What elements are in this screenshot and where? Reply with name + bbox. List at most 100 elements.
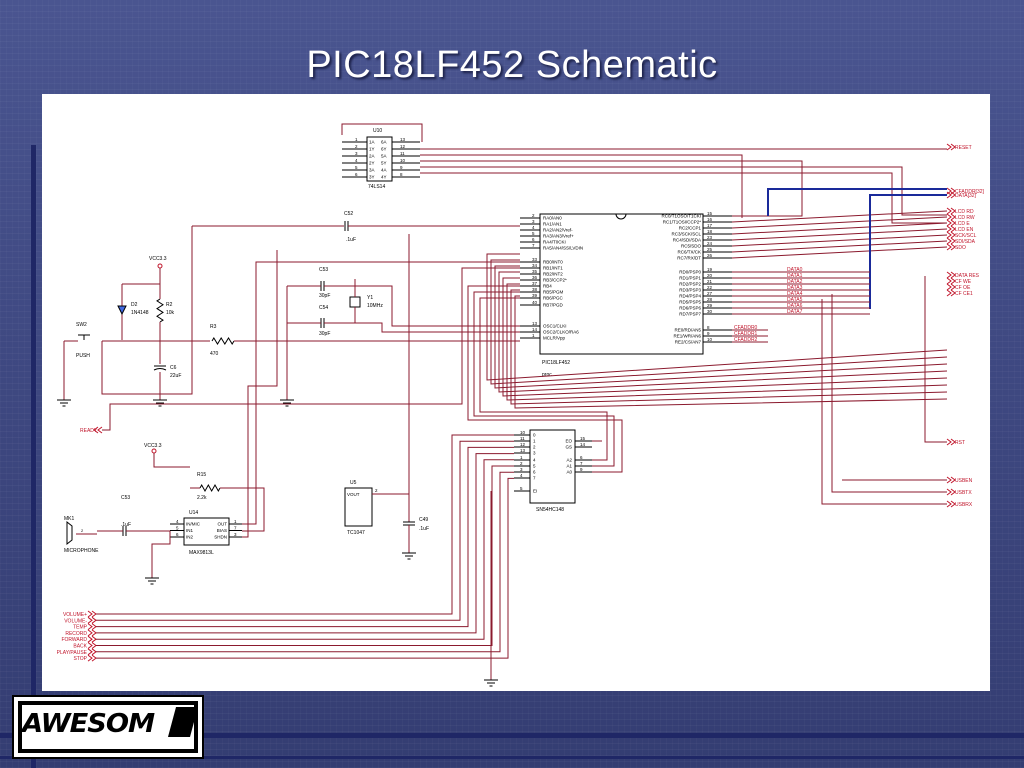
ctl-wire-5 bbox=[731, 240, 948, 253]
mcu-pin-num: 2 bbox=[532, 213, 535, 218]
mcu-pin-num: 35 bbox=[532, 269, 538, 274]
u10-pin-name: 2A bbox=[369, 154, 375, 159]
accent-horizontal-bar-bottom bbox=[0, 756, 1024, 759]
mcu-pin-num: 3 bbox=[532, 219, 535, 224]
r3 bbox=[211, 337, 235, 345]
tc1047-part: TC1047 bbox=[347, 530, 365, 536]
button-wire-7 bbox=[96, 477, 514, 659]
mcu-pin-num: 30 bbox=[707, 309, 713, 314]
encoder-pin-num: 5 bbox=[520, 486, 523, 491]
mcu-pin-name: RA0/AN0 bbox=[543, 216, 562, 221]
button-wire-1 bbox=[96, 440, 514, 621]
osc1-wire bbox=[355, 285, 520, 327]
loop-wire-1 bbox=[490, 259, 948, 385]
mic-amp-pin-num: 5 bbox=[176, 526, 179, 531]
mcu-pin-num: 26 bbox=[707, 253, 713, 258]
button-wire-4 bbox=[96, 459, 514, 640]
button-label-1: VOLUME- bbox=[64, 618, 87, 624]
u10-pin-name: 5A bbox=[381, 154, 387, 159]
net-label-10: DATA RES bbox=[955, 273, 980, 279]
tc1047-body bbox=[344, 487, 373, 527]
mk1-pin: 2 bbox=[81, 528, 84, 533]
mic-amp-pin-name: OUT bbox=[218, 522, 228, 527]
net-5-arrow bbox=[946, 219, 952, 227]
mk1-val: MICROPHONE bbox=[64, 548, 99, 554]
net-label-1: CFADDR[32] bbox=[955, 189, 985, 195]
mcu-pin-num: 13 bbox=[532, 321, 538, 326]
net-0-arrow bbox=[946, 143, 952, 151]
osc2-wire bbox=[355, 322, 520, 333]
mcu-pin-name: RA5/AN4/SS/LVDIN bbox=[543, 246, 583, 251]
mcu-pin-name: RD1/PSP1 bbox=[679, 276, 701, 281]
net-15-arrow2 bbox=[950, 476, 956, 484]
button-label-6: PLAY/PAUSE bbox=[57, 650, 88, 656]
mcu-sub: proc bbox=[542, 372, 552, 378]
encoder-pin-num: 1 bbox=[520, 455, 523, 460]
net-3-arrow bbox=[946, 207, 952, 215]
button-label-7: STOP bbox=[73, 656, 87, 662]
u10-pin-num: 9 bbox=[400, 165, 403, 170]
net-7-arrow2 bbox=[950, 231, 956, 239]
mic-amp-pin-name: BIAS bbox=[217, 528, 227, 533]
ctl-wire-3 bbox=[731, 228, 948, 241]
mic-amp-pin-name: SHDN bbox=[214, 535, 227, 540]
mcu-pin-name: RA4/T0CKI bbox=[543, 240, 566, 245]
u10-body bbox=[366, 136, 393, 182]
mcu-pin-num: 24 bbox=[707, 241, 713, 246]
net-label-15: USBEN bbox=[955, 478, 973, 484]
mcu-pin-num: 4 bbox=[532, 225, 535, 230]
net-13-arrow bbox=[946, 289, 952, 297]
mcu-pin-num: 6 bbox=[532, 237, 535, 242]
mcu-pin-num: 15 bbox=[707, 211, 713, 216]
mcu-pin-num: 40 bbox=[532, 300, 538, 305]
net-14-arrow bbox=[946, 438, 952, 446]
encoder-pin-num: 15 bbox=[580, 436, 586, 441]
u10-part: 74LS14 bbox=[368, 184, 385, 190]
mcu-pin-num: 14 bbox=[532, 327, 538, 332]
u10-pin-num: 10 bbox=[400, 158, 406, 163]
net-10-arrow bbox=[946, 271, 952, 279]
accent-vertical-bar bbox=[31, 145, 36, 768]
encoder-pin-num: 10 bbox=[520, 430, 526, 435]
net-label-12: CF OE bbox=[955, 285, 971, 291]
ready-wire bbox=[102, 267, 520, 431]
vcc1-symbol bbox=[157, 263, 163, 269]
c52-val: .1uF bbox=[346, 237, 356, 243]
cfaddr-label-0: CFADDR0 bbox=[734, 325, 758, 331]
mcu-pin-num: 39 bbox=[532, 293, 538, 298]
mic-amp-pin-num: 7 bbox=[234, 526, 237, 531]
ctl-wire-2 bbox=[731, 222, 948, 235]
mcu-pin-num: 21 bbox=[707, 279, 713, 284]
r15-wire-r bbox=[220, 487, 265, 532]
data-label-6: DATA6 bbox=[787, 303, 803, 309]
encoder-pin-name: 1 bbox=[533, 439, 536, 444]
button-wire-2 bbox=[96, 446, 514, 628]
mcu-pin-name: RC5/SDO bbox=[681, 244, 702, 249]
mcu-pin-name: RC6/TX/CK bbox=[677, 250, 701, 255]
net-15-arrow bbox=[946, 476, 952, 484]
net-label-11: CF WE bbox=[955, 279, 972, 285]
mcu-pin-num: 16 bbox=[707, 217, 713, 222]
loop-wire-4 bbox=[502, 277, 948, 397]
net-12-arrow2 bbox=[950, 283, 956, 291]
u10-pin-name: 6A bbox=[381, 140, 387, 145]
data-label-3: DATA3 bbox=[787, 285, 803, 291]
net-label-9: SDO bbox=[955, 245, 966, 251]
mcu-pin-num: 19 bbox=[707, 267, 713, 272]
net-6-arrow bbox=[946, 225, 952, 233]
net-17-arrow2 bbox=[950, 500, 956, 508]
encoder-pin-num: 4 bbox=[520, 473, 523, 478]
button-label-5: BACK bbox=[73, 644, 87, 650]
r15-ref: R15 bbox=[197, 472, 206, 478]
u10-pin-name: 1A bbox=[369, 140, 375, 145]
u10-pin-num: 5 bbox=[355, 165, 358, 170]
u10-pin-name: 6Y bbox=[381, 147, 387, 152]
c53-ref: C53 bbox=[319, 267, 328, 273]
u10-pin-name: 5Y bbox=[381, 161, 387, 166]
mcu-pin-num: 29 bbox=[707, 303, 713, 308]
encoder-pin-num: 11 bbox=[520, 436, 525, 441]
c53-val: 30pF bbox=[319, 293, 330, 299]
mcu-pin-num: 1 bbox=[532, 333, 535, 338]
encoder-pin-name: EO bbox=[565, 439, 572, 444]
